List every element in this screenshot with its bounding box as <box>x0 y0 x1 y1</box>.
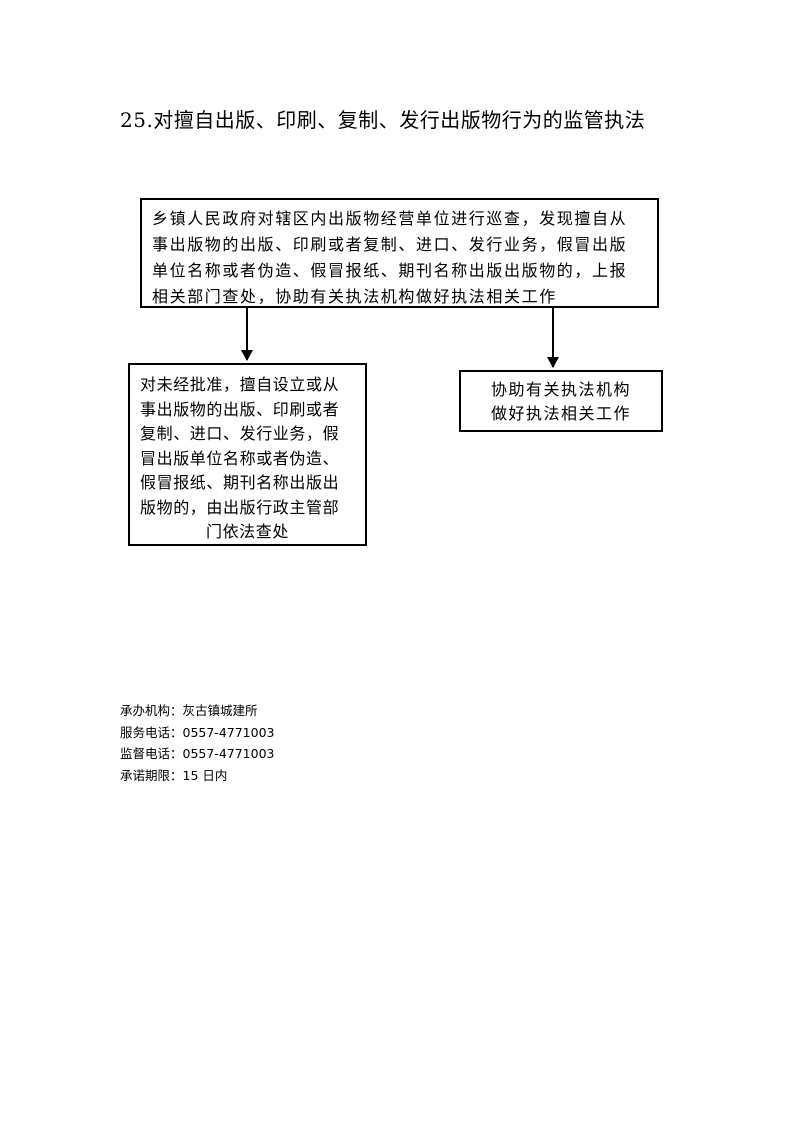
time-limit: 承诺期限：15 日内 <box>120 767 228 783</box>
box-text-line: 乡镇人民政府对辖区内出版物经营单位进行巡查，发现擅自从 <box>152 209 628 228</box>
flow-box-inspection: 乡镇人民政府对辖区内出版物经营单位进行巡查，发现擅自从 事出版物的出版、印刷或者… <box>140 198 659 308</box>
box-text-line: 单位名称或者伪造、假冒报纸、期刊名称出版出版物的，上报 <box>152 261 628 280</box>
box-text-line: 事出版物的出版、印刷或者复制、进口、发行业务，假冒出版 <box>152 235 628 254</box>
agency: 承办机构：灰古镇城建所 <box>120 703 258 718</box>
box-text-line: 事出版物的出版、印刷或者 <box>140 399 340 419</box>
box-text-line: 冒出版单位名称或者伪造、 <box>140 448 340 468</box>
box-text-line: 门依法查处 <box>205 522 289 541</box>
page-title: 25.对擅自出版、印刷、复制、发行出版物行为的监管执法 <box>120 108 646 132</box>
box-text-line: 假冒报纸、期刊名称出版出 <box>140 473 340 492</box>
box-text-line: 复制、进口、发行业务，假 <box>140 424 340 443</box>
box-text-line: 对未经批准，擅自设立或从 <box>140 375 340 394</box>
supervision-phone: 监督电话：0557-4771003 <box>120 746 275 761</box>
flow-box-penalty: 对未经批准，擅自设立或从 事出版物的出版、印刷或者 复制、进口、发行业务，假 冒… <box>128 363 367 546</box>
box-text-line: 版物的，由出版行政主管部 <box>140 497 340 517</box>
contact-info: 承办机构：灰古镇城建所 服务电话：0557-4771003 监督电话：0557-… <box>120 700 275 786</box>
flow-box-assist: 协助有关执法机构 做好执法相关工作 <box>459 370 663 432</box>
arrow-down-left <box>241 308 253 361</box>
box-text-line: 做好执法相关工作 <box>490 404 631 423</box>
arrow-down-right <box>547 308 559 368</box>
box-text-line: 协助有关执法机构 <box>490 380 631 399</box>
box-text-line: 相关部门查处，协助有关执法机构做好执法相关工作 <box>152 287 557 306</box>
service-phone: 服务电话：0557-4771003 <box>120 724 275 740</box>
